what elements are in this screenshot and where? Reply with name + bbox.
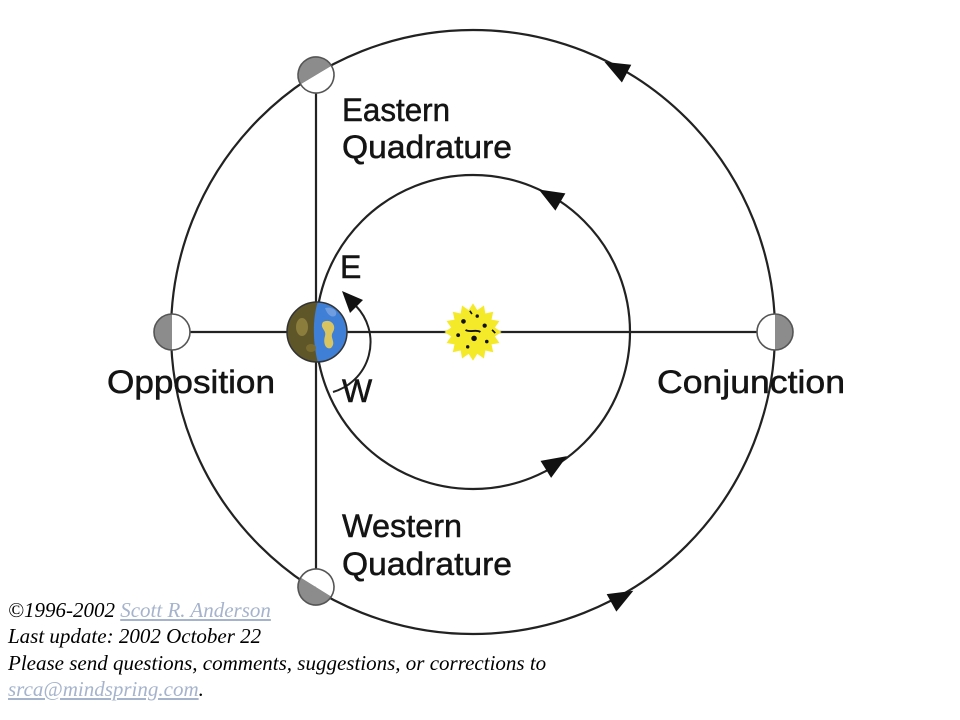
label-eastern-quadrature: Quadrature (342, 129, 512, 165)
sunspot (456, 333, 461, 338)
sun-disk (451, 310, 495, 354)
label-western: Western (342, 508, 462, 544)
planet-shadow-half (775, 314, 793, 350)
planet-lit-half (757, 314, 775, 350)
earth-orbit-arrow-bottom (540, 456, 568, 478)
planet-outline (756, 313, 794, 351)
planet-lit-half (300, 569, 334, 597)
sunspot (482, 323, 487, 328)
earth-outline (286, 301, 348, 363)
sunspot (466, 345, 470, 349)
sunspot (469, 310, 473, 315)
copyright-line: ©1996-2002 Scott R. Anderson (8, 597, 546, 623)
author-link[interactable]: Scott R. Anderson (120, 598, 271, 622)
sunspot (475, 314, 479, 318)
outer-orbit-arrow-bottom (606, 590, 634, 612)
planet-western-quadrature (297, 568, 335, 606)
earth-orbit-arrow-top (538, 189, 566, 211)
label-east: E (340, 249, 361, 285)
planet-shadow-half (298, 57, 332, 85)
planet-outline (297, 568, 335, 606)
label-conjunction: Conjunction (657, 364, 845, 400)
planet-shadow-half (154, 314, 172, 350)
label-western-quadrature: Quadrature (342, 546, 512, 582)
contact-text: Please send questions, comments, suggest… (8, 650, 547, 675)
sun (444, 303, 502, 361)
earth-landmass (296, 318, 308, 336)
label-eastern: Eastern (342, 92, 450, 128)
email-line: srca@mindspring.com. (8, 676, 546, 702)
earth-landmass (306, 344, 316, 352)
earth (286, 301, 348, 363)
earth-rotation-arrow (342, 291, 363, 313)
earth-landmass (325, 307, 337, 317)
label-west: W (342, 373, 373, 409)
planet-shadow-half (298, 577, 332, 605)
sunspot (465, 329, 481, 333)
sunspot (484, 339, 489, 344)
outer-orbit-arrow-top (604, 61, 632, 83)
earth-landmass (321, 320, 335, 349)
planet-conjunction (756, 313, 794, 351)
copyright-text: ©1996-2002 (8, 598, 115, 622)
page-footer: ©1996-2002 Scott R. Anderson Last update… (8, 597, 546, 702)
sunspot (461, 319, 466, 324)
email-trailing-period: . (198, 676, 204, 701)
earth-rotation-arc (332, 305, 372, 393)
planet-lit-half (300, 65, 334, 93)
last-update: Last update: 2002 October 22 (8, 624, 262, 649)
planet-outline (153, 313, 191, 351)
label-opposition: Opposition (107, 364, 275, 400)
planet-outline (297, 56, 335, 94)
planet-opposition (153, 313, 191, 351)
planet-eastern-quadrature (297, 56, 335, 94)
email-link[interactable]: srca@mindspring.com (8, 676, 199, 701)
sunspot (471, 335, 477, 342)
sunspot (491, 329, 496, 334)
planet-lit-half (172, 314, 190, 350)
